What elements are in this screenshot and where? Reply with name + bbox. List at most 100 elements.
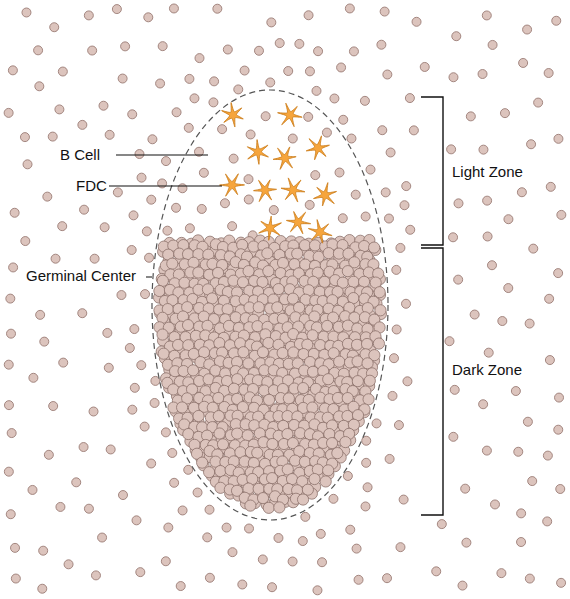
b-cell-dot [461,484,470,493]
b-cell-dot [482,446,491,455]
b-cell-dot [213,4,222,13]
b-cell-dot [557,578,566,587]
b-cell-dot [79,443,88,452]
leader-lines [104,155,222,277]
b-cell-dot [141,290,150,299]
b-cell-dot [48,132,57,141]
b-cell-dot [396,543,405,552]
b-cell-dot [301,512,310,521]
b-cell-dot [392,265,401,274]
b-cell-dot [268,583,277,592]
b-cell-dot [136,568,145,577]
fdc-cell [308,220,332,244]
b-cell-dot [118,74,127,83]
b-cell-dot [234,85,243,94]
b-cell-dot [184,465,193,474]
b-cell-dot [500,109,509,118]
b-cell-dot [552,16,561,25]
dark-zone-cell [193,267,204,278]
fdc-cell [254,180,277,202]
b-cell-dot [258,555,267,564]
b-cell-dot [137,173,146,182]
b-cell-dot [377,40,386,49]
b-cell-dot [396,243,405,252]
b-cell-dot [400,201,409,210]
dark-zone-cell [277,347,288,358]
dark-zone-cell [245,500,256,511]
dark-zone-cell [373,338,384,349]
b-cell-dot [554,134,563,143]
b-cell-dot [284,67,293,76]
b-cell-dot [190,94,199,103]
dark-zone-cell [297,383,308,394]
b-cell-dot [447,145,456,154]
b-cell-dot [554,425,563,434]
dark-zone-cell [322,320,333,331]
dark-zone-cell [332,448,343,459]
b-cell-dot [132,516,141,525]
b-cell-dot [89,407,98,416]
b-cell-dot [305,67,314,76]
dark-zone-cell [262,248,273,259]
b-cell-dot [22,8,31,17]
dark-zone-cell [283,393,294,404]
b-cell-dot [343,471,352,480]
fdc-cell [313,183,336,206]
b-cell-dot [318,558,327,567]
dark-zone-cell [297,494,308,505]
dark-zone-cell [266,473,277,484]
dark-zone-cell [274,502,285,513]
b-cell-dot [449,73,458,82]
dark-zone-cell [253,302,264,313]
dark-zone-cell [320,476,331,487]
b-cell-dot [361,212,370,221]
b-cell-dot [449,432,458,441]
b-cell-dot [121,42,130,51]
b-cell-dot [470,310,479,319]
b-cell-dot [386,148,395,157]
b-cell-dot [402,182,411,191]
dark-zone-cell [183,428,194,439]
b-cell-dot [56,502,65,511]
b-cell-dot [199,168,208,177]
b-cell-dot [385,454,394,463]
b-cell-dot [363,483,372,492]
b-cell-dot [274,533,283,542]
dark-zone-cell [154,285,165,296]
dark-zone-cell [361,338,372,349]
b-cell-dot [339,115,348,124]
b-cell-dot [104,363,113,372]
b-cell-dot [523,25,532,34]
b-cell-dot [35,82,44,91]
b-cell-dot [246,130,255,139]
b-cell-dot [130,325,139,334]
b-cell-dot [498,317,507,326]
b-cell-dot [51,254,60,263]
b-cell-dot [142,227,151,236]
b-cell-dot [288,557,297,566]
dark-zone-cell [364,375,375,386]
dark-zone-cell [323,248,334,259]
b-cell-dot [113,188,122,197]
label-text: Germinal Center [24,266,146,286]
b-cell-dot [144,13,153,22]
b-cell-dot [158,42,167,51]
b-cell-dot [39,546,48,555]
dark-zone-cell [193,410,204,421]
b-cell-dot [545,356,554,365]
b-cell-dot [172,108,181,117]
b-cell-dot [527,140,536,149]
b-cell-dot [514,447,523,456]
b-cell-dot [238,580,247,589]
dark-zone-cell [179,277,190,288]
b-cell-dot [384,214,393,223]
b-cell-dot [351,190,360,199]
b-cell-dot [490,500,499,509]
b-cell-dot [228,222,237,231]
b-cell-dot [8,66,17,75]
b-cell-dot [313,586,322,595]
b-cell-dot [21,237,30,246]
b-cell-dot [361,502,370,511]
b-cell-dot [406,225,415,234]
